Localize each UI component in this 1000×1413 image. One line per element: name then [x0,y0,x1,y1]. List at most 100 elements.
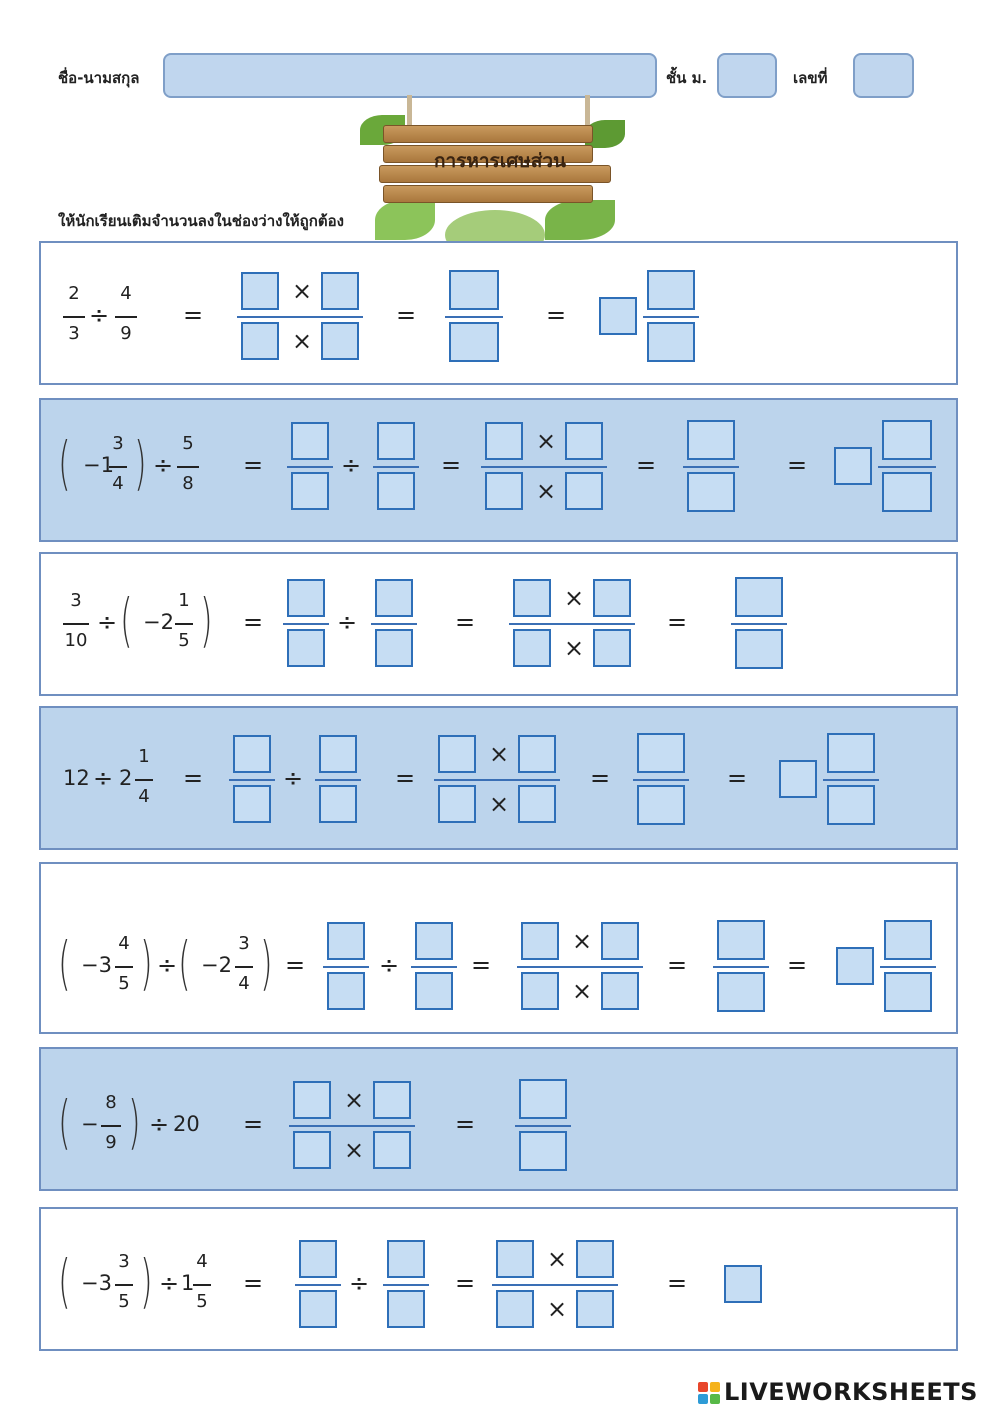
answer-box[interactable] [836,947,874,985]
answer-box[interactable] [377,472,415,510]
answer-box[interactable] [327,922,365,960]
answer-box[interactable] [884,920,932,960]
fraction-denominator: 9 [105,1132,117,1153]
answer-box[interactable] [321,272,359,310]
name-input[interactable] [163,53,657,98]
answer-box[interactable] [485,472,523,510]
answer-box[interactable] [496,1290,534,1328]
close-paren: ) [260,929,273,997]
answer-box[interactable] [293,1131,331,1169]
answer-box[interactable] [438,735,476,773]
answer-box[interactable] [449,322,499,362]
equals-sign: = [727,764,748,792]
answer-box[interactable] [373,1081,411,1119]
fraction-denominator: 3 [68,323,80,344]
open-paren: ( [58,929,71,997]
answer-box[interactable] [287,579,325,617]
answer-box[interactable] [518,735,556,773]
fraction-bar [878,466,936,468]
answer-box[interactable] [565,472,603,510]
answer-box[interactable] [377,422,415,460]
divide-sign: ÷ [283,764,304,792]
answer-box[interactable] [735,629,783,669]
answer-box[interactable] [387,1240,425,1278]
answer-box[interactable] [576,1290,614,1328]
answer-box[interactable] [291,472,329,510]
answer-box[interactable] [637,733,685,773]
answer-box[interactable] [375,579,413,617]
fraction-bar [63,316,85,318]
answer-box[interactable] [724,1265,762,1303]
answer-box[interactable] [519,1131,567,1171]
answer-box[interactable] [882,472,932,512]
answer-box[interactable] [241,272,279,310]
answer-box[interactable] [827,733,875,773]
fraction-denominator: 4 [112,473,124,494]
answer-box[interactable] [299,1290,337,1328]
answer-box[interactable] [319,785,357,823]
equals-sign: = [455,1269,476,1297]
answer-box[interactable] [593,579,631,617]
answer-box[interactable] [601,972,639,1010]
answer-box[interactable] [287,629,325,667]
answer-box[interactable] [387,1290,425,1328]
fraction-denominator: 4 [138,786,150,807]
answer-box[interactable] [321,322,359,360]
times-sign: × [292,327,313,355]
answer-box[interactable] [779,760,817,798]
answer-box[interactable] [513,579,551,617]
fraction-bar [481,466,607,468]
answer-box[interactable] [735,577,783,617]
answer-box[interactable] [593,629,631,667]
answer-box[interactable] [687,420,735,460]
answer-box[interactable] [293,1081,331,1119]
answer-box[interactable] [882,420,932,460]
answer-box[interactable] [518,785,556,823]
answer-box[interactable] [496,1240,534,1278]
answer-box[interactable] [599,297,637,335]
class-input[interactable] [717,53,777,98]
answer-box[interactable] [233,735,271,773]
answer-box[interactable] [415,922,453,960]
answer-box[interactable] [449,270,499,310]
answer-box[interactable] [519,1079,567,1119]
answer-box[interactable] [375,629,413,667]
answer-box[interactable] [601,922,639,960]
equals-sign: = [546,301,567,329]
open-paren: ( [120,586,133,654]
answer-box[interactable] [717,972,765,1012]
answer-box[interactable] [647,270,695,310]
answer-box[interactable] [241,322,279,360]
answer-box[interactable] [485,422,523,460]
equals-sign: = [243,451,264,479]
answer-box[interactable] [373,1131,411,1169]
answer-box[interactable] [438,785,476,823]
answer-box[interactable] [827,785,875,825]
answer-box[interactable] [291,422,329,460]
answer-box[interactable] [637,785,685,825]
answer-box[interactable] [717,920,765,960]
wooden-sign-illustration [355,95,630,265]
answer-box[interactable] [415,972,453,1010]
answer-box[interactable] [687,472,735,512]
answer-box[interactable] [319,735,357,773]
number-input[interactable] [853,53,914,98]
answer-box[interactable] [521,922,559,960]
answer-box[interactable] [299,1240,337,1278]
times-sign: × [344,1086,365,1114]
answer-box[interactable] [233,785,271,823]
answer-box[interactable] [521,972,559,1010]
answer-box[interactable] [327,972,365,1010]
answer-box[interactable] [576,1240,614,1278]
answer-box[interactable] [565,422,603,460]
answer-box[interactable] [834,447,872,485]
equals-sign: = [455,608,476,636]
answer-box[interactable] [647,322,695,362]
answer-box[interactable] [513,629,551,667]
answer-box[interactable] [884,972,932,1012]
fraction-denominator: 4 [238,973,250,994]
fraction-denominator: 5 [118,973,130,994]
number-text: 12 [63,766,90,790]
